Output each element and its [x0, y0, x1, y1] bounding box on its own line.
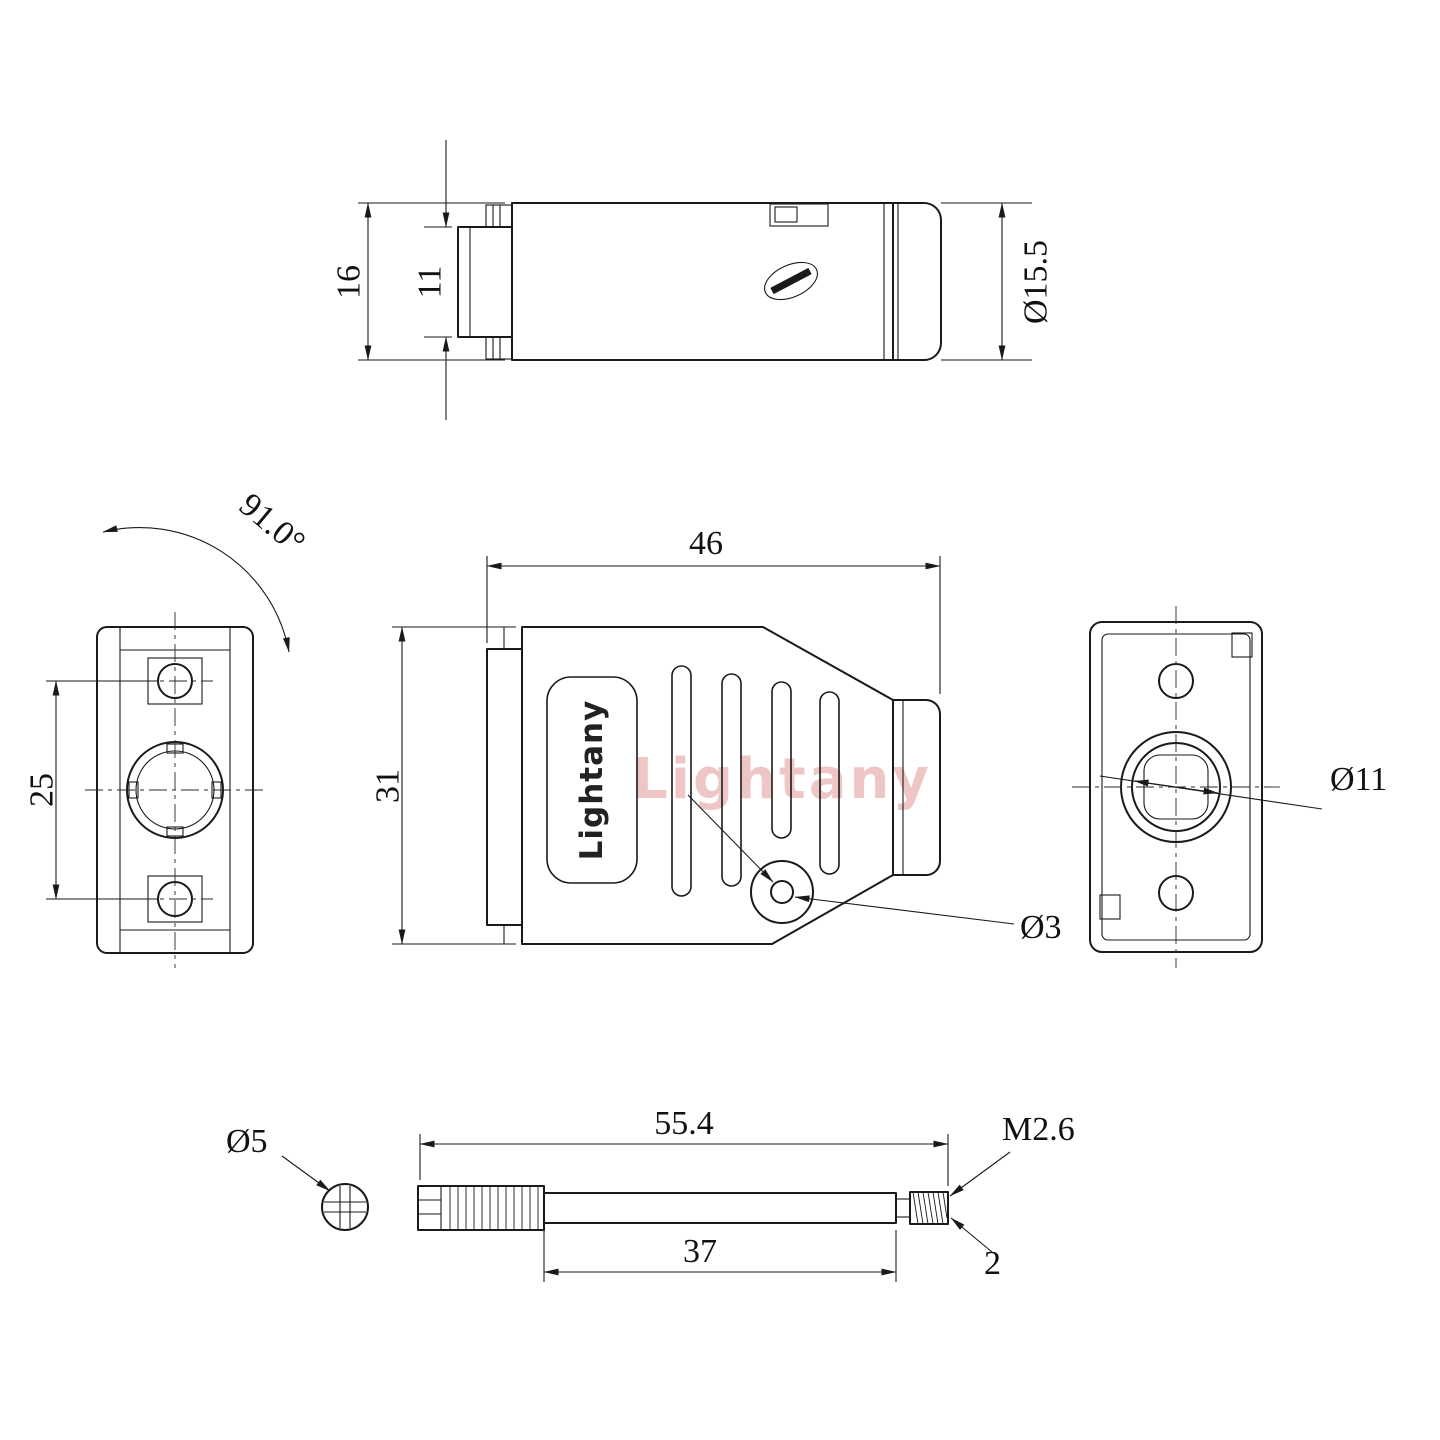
hood-body-outline [511, 202, 894, 361]
dim-barrel-diameter-label: Ø15.5 [1018, 240, 1055, 324]
dim-angle-label: 91.0° [232, 486, 312, 561]
head-diameter-leader [281, 1155, 331, 1192]
knurl-hatching [449, 1186, 539, 1230]
front-flange-side [486, 648, 523, 926]
dim-lug-hole-label: Ø3 [1020, 909, 1062, 946]
dim-inner-height-label: 11 [412, 266, 449, 299]
front-ferrule [457, 226, 513, 338]
dim-length [486, 556, 941, 694]
dim-outer-height-label: 16 [331, 265, 368, 299]
dim-total-length-label: 55.4 [654, 1105, 714, 1142]
logo-text: Lightany [574, 700, 610, 861]
dim-cable-opening [1099, 775, 1323, 810]
screw-detail-view: Ø5 55.4 [226, 1105, 1075, 1282]
screw-head-through-hole [764, 261, 818, 301]
watermark-text: Lightany [632, 747, 932, 812]
screw-shaft [543, 1192, 897, 1224]
dim-barrel-diameter [941, 202, 1032, 361]
angle-arc [102, 525, 290, 653]
dim-height [392, 626, 516, 945]
latch-tab-top-right [1231, 632, 1253, 658]
screw-lug-hole [770, 880, 794, 904]
dim-outer-height [358, 202, 505, 361]
side-view: Lightany 46 31 Ø3 [370, 525, 1062, 946]
screw-neck [895, 1198, 911, 1218]
thread-tip-leader [950, 1217, 993, 1253]
thread-hatching [912, 1191, 948, 1225]
dim-inner-height [424, 140, 452, 420]
screw-head-front [321, 1183, 369, 1231]
dim-shaft-length [543, 1230, 897, 1282]
front-view: 25 91.0° [24, 486, 312, 968]
dim-length-label: 46 [689, 525, 723, 562]
dim-height-label: 31 [370, 769, 407, 803]
rear-view: Ø11 [1072, 606, 1387, 968]
cable-barrel-side [892, 699, 941, 876]
screw-thread [909, 1191, 949, 1225]
dim-total-length [419, 1134, 949, 1186]
cable-barrel-cap [892, 202, 942, 361]
dim-head-diameter-label: Ø5 [226, 1123, 268, 1160]
top-view: 16 11 Ø15.5 [331, 140, 1055, 420]
dim-lug-hole-leaders [687, 794, 1015, 925]
latch-tabs [485, 204, 513, 360]
top-latch-notch [769, 203, 829, 227]
screw-slot-cross [324, 1186, 366, 1228]
dim-cable-opening-label: Ø11 [1330, 761, 1387, 798]
front-view-center-lines [85, 612, 265, 968]
logo-badge [546, 676, 638, 884]
latch-tab-bottom-left [1099, 894, 1121, 920]
dim-screw-spacing-label: 25 [24, 773, 61, 807]
dim-thread-spec-label: M2.6 [1002, 1111, 1075, 1148]
dim-shaft-length-label: 37 [683, 1233, 717, 1270]
screw-lug [750, 860, 814, 924]
screw-knurled-head [417, 1185, 545, 1231]
dim-thread-tip-label: 2 [984, 1245, 1001, 1282]
grip-slots [671, 665, 840, 897]
thread-spec-leader [949, 1151, 1011, 1197]
dim-screw-spacing [46, 680, 158, 900]
